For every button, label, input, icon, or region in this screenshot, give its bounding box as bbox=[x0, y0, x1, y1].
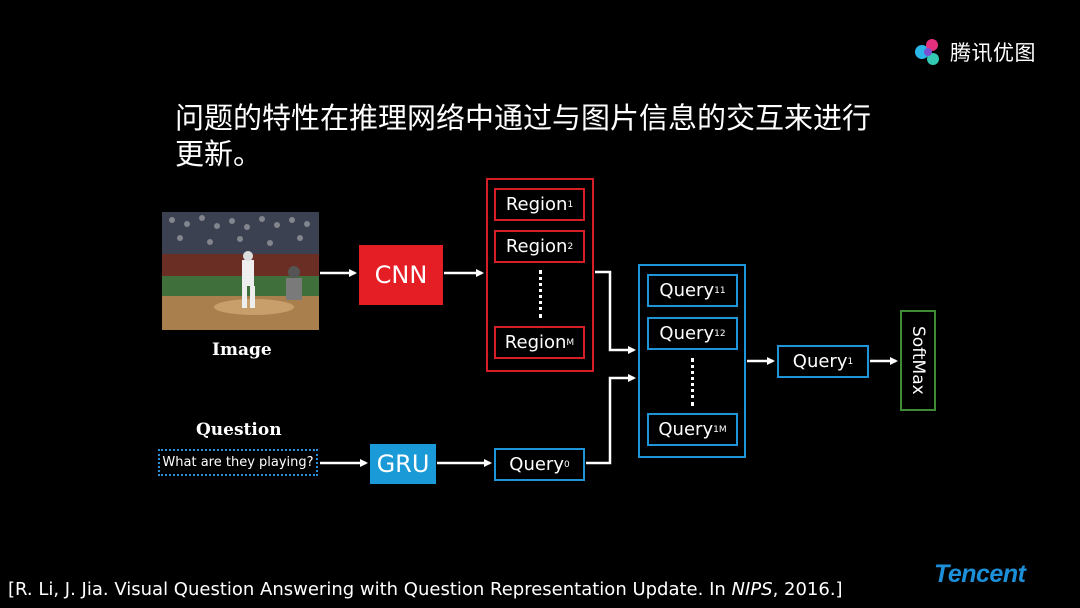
region-2-sub: 2 bbox=[567, 241, 574, 252]
query-1-sub: 1 bbox=[719, 285, 726, 296]
arrow-query0-to-queries bbox=[586, 374, 636, 465]
slide-title: 问题的特性在推理网络中通过与图片信息的交互来进行更新。 bbox=[175, 101, 872, 171]
citation-venue: NIPS bbox=[731, 579, 773, 600]
citation-suffix: , 2016.] bbox=[772, 579, 843, 600]
region-1-label: Region bbox=[505, 194, 568, 215]
query-2-label: Query bbox=[659, 323, 715, 344]
query-1-label: Query bbox=[659, 280, 715, 301]
region-ellipsis bbox=[539, 270, 546, 318]
tencent-logo: Tencent bbox=[934, 560, 1026, 588]
query-2-sup: 1 bbox=[714, 328, 720, 339]
gru-box: GRU bbox=[370, 444, 436, 484]
citation: [R. Li, J. Jia. Visual Question Answerin… bbox=[8, 579, 843, 600]
cnn-box: CNN bbox=[359, 245, 443, 305]
query-ellipsis bbox=[691, 358, 698, 406]
queries-frame bbox=[638, 264, 746, 458]
query-m-sup: 1 bbox=[713, 424, 719, 435]
region-1-sub: 1 bbox=[567, 199, 574, 210]
region-2-label: Region bbox=[505, 236, 568, 257]
query-final-label: Query bbox=[792, 351, 848, 372]
softmax-label: SoftMax bbox=[908, 326, 928, 395]
query0-label: Query bbox=[509, 454, 564, 475]
region-m-sub: M bbox=[566, 337, 575, 348]
question-caption: Question bbox=[196, 420, 282, 440]
image-caption: Image bbox=[212, 340, 272, 360]
region-m-label: Region bbox=[504, 332, 567, 353]
citation-prefix: [R. Li, J. Jia. Visual Question Answerin… bbox=[8, 579, 732, 600]
query-2-sub: 2 bbox=[719, 328, 726, 339]
regions-frame bbox=[486, 178, 594, 372]
query-1-sup: 1 bbox=[714, 285, 720, 296]
query-m-label: Query bbox=[658, 419, 714, 440]
query-m-sub: M bbox=[718, 424, 727, 435]
arrow-regions-to-queries bbox=[595, 270, 636, 354]
query0-sup: 0 bbox=[563, 459, 570, 470]
query-final-sup: 1 bbox=[847, 356, 854, 367]
brand-name: 腾讯优图 bbox=[950, 41, 1036, 65]
brand-logo: 腾讯优图 bbox=[912, 36, 1036, 68]
baseball-photo bbox=[162, 212, 319, 330]
question-text-box: What are they playing? bbox=[158, 449, 318, 476]
softmax-box: SoftMax bbox=[900, 310, 936, 411]
youtu-logo-icon bbox=[915, 39, 939, 65]
